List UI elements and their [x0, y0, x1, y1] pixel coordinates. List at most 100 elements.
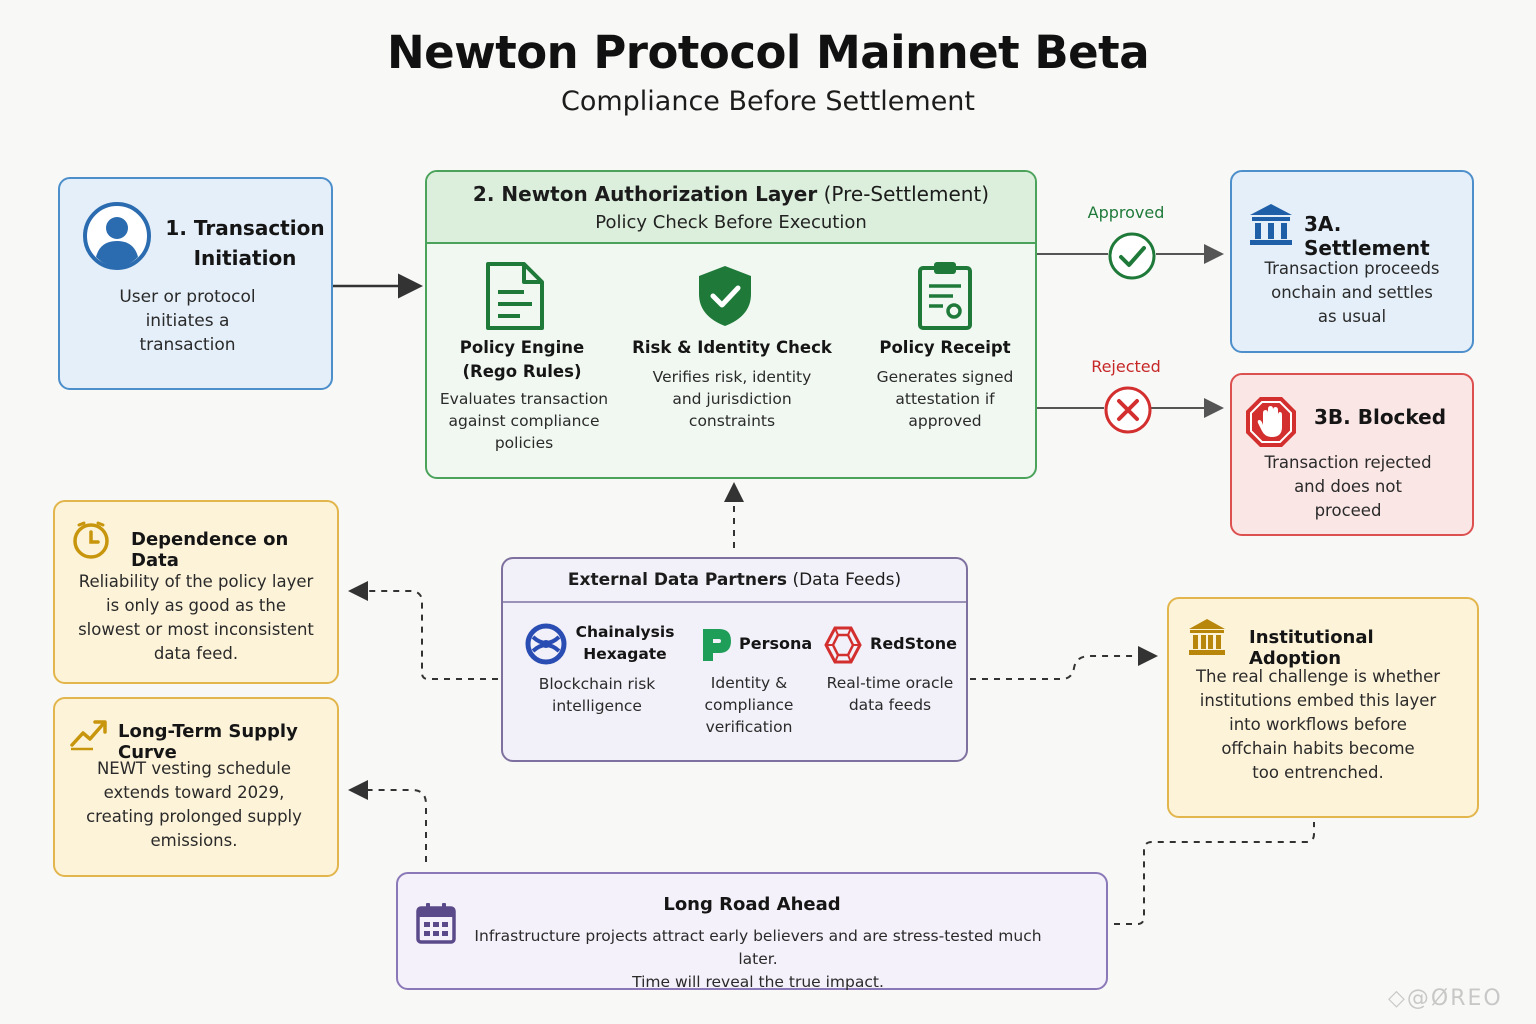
auth-heading-paren: (Pre-Settlement) — [817, 182, 990, 206]
initiation-card: 1. Transaction Initiation User or protoc… — [58, 177, 333, 390]
chainalysis-logo — [525, 623, 567, 665]
road-desc-line2: Time will reveal the true impact. — [632, 973, 884, 991]
partner1-name-line2: Hexagate — [583, 645, 667, 663]
x-circle-icon — [1104, 386, 1152, 434]
step2-desc-line1: Verifies risk, identity — [652, 368, 812, 386]
partners-header — [503, 559, 966, 603]
road-card: Long Road Ahead Infrastructure projects … — [396, 872, 1108, 991]
adoption-desc-line4: offchain habits become — [1221, 739, 1415, 758]
supply-desc-line2: extends toward 2029, — [103, 783, 285, 802]
partners-heading-bold: External Data Partners — [567, 570, 788, 590]
step3-desc-line3: approved — [908, 412, 982, 430]
adoption-desc-line3: into workflows before — [1229, 715, 1407, 734]
settlement-desc-line2: onchain and settles — [1271, 283, 1433, 302]
partner3-desc-line1: Real-time oracle — [826, 674, 954, 692]
adoption-card: Institutional Adoption The real challeng… — [1167, 597, 1479, 818]
user-icon — [83, 202, 151, 270]
step1-desc-line1: Evaluates transaction — [439, 390, 609, 408]
partners-heading: External Data Partners (Data Feeds) — [503, 570, 966, 590]
initiation-heading-line1: 1. Transaction — [165, 216, 325, 240]
rejected-label: Rejected — [1091, 357, 1161, 376]
settlement-desc-line3: as usual — [1317, 307, 1387, 326]
partner3-desc-line2: data feeds — [848, 696, 932, 714]
auth-heading-bold: 2. Newton Authorization Layer — [472, 182, 818, 206]
page-subtitle: Compliance Before Settlement — [560, 86, 976, 117]
settlement-desc-line1: Transaction proceeds — [1264, 259, 1440, 278]
supply-desc-line1: NEWT vesting schedule — [96, 759, 292, 778]
calendar-icon — [416, 903, 456, 944]
step3-desc-line2: attestation if — [895, 390, 995, 408]
blocked-card: 3B. Blocked Transaction rejected and doe… — [1230, 373, 1474, 536]
partner1-desc-line1: Blockchain risk — [538, 675, 656, 693]
road-heading: Long Road Ahead — [663, 894, 841, 915]
institution-icon — [1189, 619, 1225, 655]
auth-layer-card: 2. Newton Authorization Layer (Pre-Settl… — [425, 170, 1037, 479]
dependence-card: Dependence on Data Reliability of the po… — [53, 500, 339, 684]
arrow-road-to-supply — [348, 780, 427, 862]
initiation-heading-line2: Initiation — [193, 246, 297, 270]
page-title: Newton Protocol Mainnet Beta — [386, 26, 1150, 79]
initiation-desc-line3: transaction — [139, 335, 236, 355]
dependence-desc-line3: slowest or most inconsistent — [78, 620, 314, 639]
dependence-heading: Dependence on Data — [131, 529, 289, 571]
partner1-name-line1: Chainalysis — [575, 623, 675, 641]
dependence-desc-line4: data feed. — [153, 644, 239, 663]
step1-title-line2: (Rego Rules) — [462, 362, 582, 381]
arrow-partners-to-dependence — [348, 581, 498, 680]
watermark: ◇@ØREO — [1388, 986, 1528, 1011]
step2-desc-line3: constraints — [688, 412, 776, 430]
partner3-name: RedStone — [870, 634, 958, 653]
adoption-desc-line5: too entrenched. — [1252, 763, 1384, 782]
adoption-desc-line1: The real challenge is whether — [1195, 667, 1441, 686]
initiation-desc-line1: User or protocol — [119, 287, 256, 307]
settlement-card: 3A. Settlement Transaction proceeds onch… — [1230, 170, 1474, 353]
settlement-heading: 3A. Settlement — [1304, 212, 1430, 260]
partner2-name: Persona — [739, 634, 813, 653]
road-desc-line1: Infrastructure projects attract early be… — [474, 927, 1042, 968]
stop-hand-icon — [1246, 397, 1296, 447]
dependence-desc-line2: is only as good as the — [106, 596, 286, 615]
partner1-desc-line2: intelligence — [552, 697, 642, 715]
auth-subheading: Policy Check Before Execution — [595, 212, 867, 233]
adoption-heading: Institutional Adoption — [1249, 627, 1374, 669]
blocked-desc-line3: proceed — [1314, 501, 1382, 520]
check-circle-icon — [1108, 232, 1156, 280]
supply-desc-line4: emissions. — [150, 831, 238, 850]
dependence-desc-line1: Reliability of the policy layer — [78, 572, 314, 591]
auth-layer-header — [427, 172, 1035, 244]
initiation-desc-line2: initiates a — [145, 311, 230, 331]
partners-heading-paren: (Data Feeds) — [787, 570, 902, 590]
step2-desc-line2: and jurisdiction — [672, 390, 792, 408]
trend-up-icon — [70, 720, 107, 751]
blocked-desc-line2: and does not — [1294, 477, 1402, 496]
arrow-road-to-adoption — [1114, 822, 1315, 925]
step2-title: Risk & Identity Check — [632, 338, 832, 357]
adoption-desc-line2: institutions embed this layer — [1199, 691, 1437, 710]
partner2-desc-line1: Identity & — [710, 674, 788, 692]
partners-card: External Data Partners (Data Feeds) Chai… — [501, 557, 968, 762]
partner2-desc-line2: compliance — [704, 696, 794, 714]
redstone-logo — [824, 626, 862, 664]
step3-title: Policy Receipt — [879, 338, 1011, 357]
supply-card: Long-Term Supply Curve NEWT vesting sche… — [53, 697, 339, 877]
watermark-text: @ØREO — [1406, 986, 1503, 1011]
shield-check-icon — [699, 266, 751, 326]
supply-heading: Long-Term Supply Curve — [118, 721, 298, 763]
step1-title-line1: Policy Engine — [459, 338, 585, 357]
clipboard-receipt-icon — [918, 262, 972, 330]
approved-label: Approved — [1087, 203, 1165, 222]
supply-desc-line3: creating prolonged supply — [86, 807, 302, 826]
partner2-desc-line3: verification — [705, 718, 793, 736]
persona-logo — [703, 629, 731, 661]
auth-layer-heading: 2. Newton Authorization Layer (Pre-Settl… — [427, 182, 1035, 206]
watermark-logo-icon: ◇ — [1388, 986, 1407, 1011]
clock-icon — [73, 521, 109, 559]
step1-desc-line2: against compliance — [448, 412, 600, 430]
step1-desc-line3: policies — [494, 434, 554, 452]
arrow-partners-to-adoption — [970, 646, 1158, 680]
blocked-heading: 3B. Blocked — [1314, 405, 1447, 429]
step3-desc-line1: Generates signed — [876, 368, 1014, 386]
bank-icon — [1250, 204, 1292, 245]
document-icon — [486, 262, 544, 330]
blocked-desc-line1: Transaction rejected — [1264, 453, 1432, 472]
